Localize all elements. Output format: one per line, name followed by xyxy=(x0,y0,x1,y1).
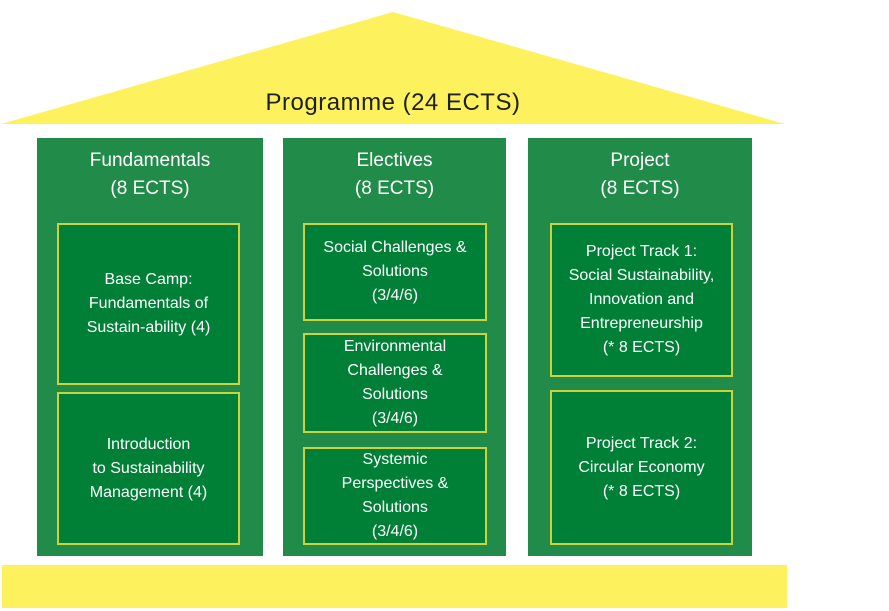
pillar-fundamentals: Fundamentals (8 ECTS) Base Camp: Fundame… xyxy=(37,138,263,556)
pillar-electives-title: Electives (8 ECTS) xyxy=(354,150,435,199)
pillar-project: Project (8 ECTS) Project Track 1: Social… xyxy=(528,138,752,556)
course-box-environmental-challenges: Environmental Challenges & Solutions (3/… xyxy=(303,333,487,433)
pillar-project-title: Project (8 ECTS) xyxy=(600,150,680,199)
course-box-social-challenges: Social Challenges & Solutions (3/4/6) xyxy=(303,223,487,321)
course-box-intro-sustainability-management: Introduction to Sustainability Managemen… xyxy=(57,392,240,545)
course-box-project-track-1: Project Track 1: Social Sustainability, … xyxy=(550,223,733,377)
programme-roof-label: Programme (24 ECTS) xyxy=(265,89,521,116)
pillar-electives: Electives (8 ECTS) Social Challenges & S… xyxy=(283,138,506,556)
programme-roof-triangle: Programme (24 ECTS) xyxy=(1,12,785,124)
course-box-base-camp: Base Camp: Fundamentals of Sustain-abili… xyxy=(57,223,240,385)
foundation-bar xyxy=(2,565,787,608)
pillar-fundamentals-title: Fundamentals (8 ECTS) xyxy=(89,150,211,199)
course-box-project-track-2: Project Track 2: Circular Economy (* 8 E… xyxy=(550,390,733,545)
course-box-systemic-perspectives: Systemic Perspectives & Solutions (3/4/6… xyxy=(303,447,487,545)
